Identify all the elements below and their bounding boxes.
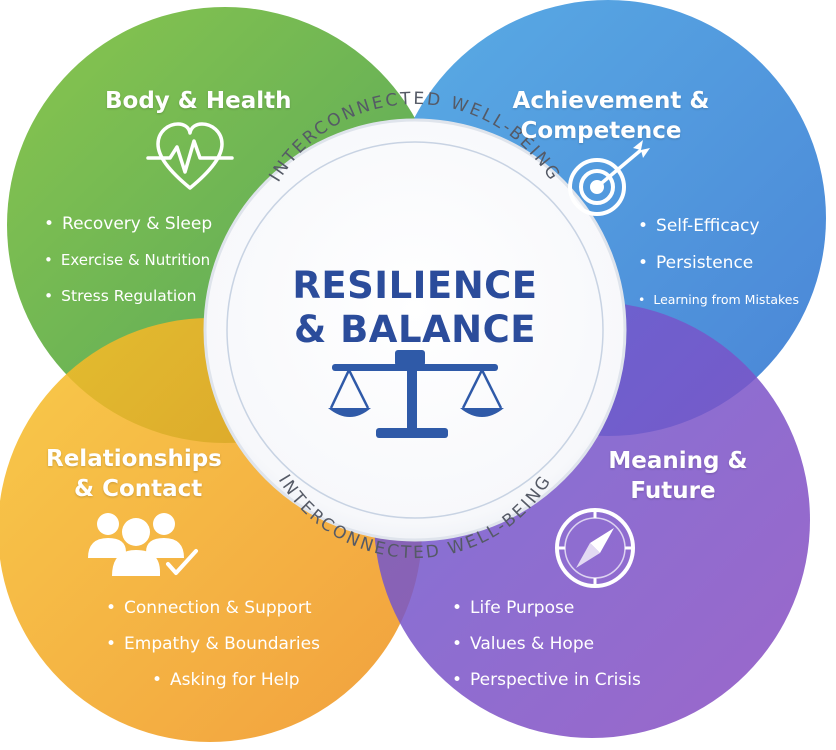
section-title-relationships-line2: & Contact <box>74 476 203 502</box>
section-title-relationships-line1: Relationships <box>46 446 222 472</box>
heart-pulse-icon <box>146 122 234 190</box>
people-check-icon <box>88 513 198 576</box>
center-circle <box>203 118 627 542</box>
center-title-line1: RESILIENCE <box>292 264 538 307</box>
list-item: Stress Regulation <box>44 286 196 306</box>
list-item: Connection & Support <box>106 598 311 618</box>
list-item: Exercise & Nutrition <box>44 250 210 270</box>
center-ring <box>226 141 604 519</box>
list-item: Persistence <box>638 253 753 273</box>
list-item: Recovery & Sleep <box>44 214 212 234</box>
list-item: Self-Efficacy <box>638 216 760 236</box>
list-item: Empathy & Boundaries <box>106 634 320 654</box>
list-item: Perspective in Crisis <box>452 670 641 690</box>
list-item: Life Purpose <box>452 598 574 618</box>
balance-scale-icon <box>328 350 504 438</box>
list-item: Asking for Help <box>152 670 300 690</box>
section-title-meaning-line1: Meaning & <box>608 448 748 474</box>
list-item: Values & Hope <box>452 634 594 654</box>
section-title-achievement-line2: Competence <box>520 118 682 144</box>
section-title-achievement-line1: Achievement & <box>512 88 710 114</box>
center-title-line2: & BALANCE <box>293 308 537 351</box>
target-arrow-icon <box>568 140 650 216</box>
section-title-meaning-line2: Future <box>630 478 716 504</box>
list-item: Learning from Mistakes <box>638 290 799 310</box>
compass-icon <box>555 508 635 588</box>
section-title-body-health: Body & Health <box>105 88 292 114</box>
